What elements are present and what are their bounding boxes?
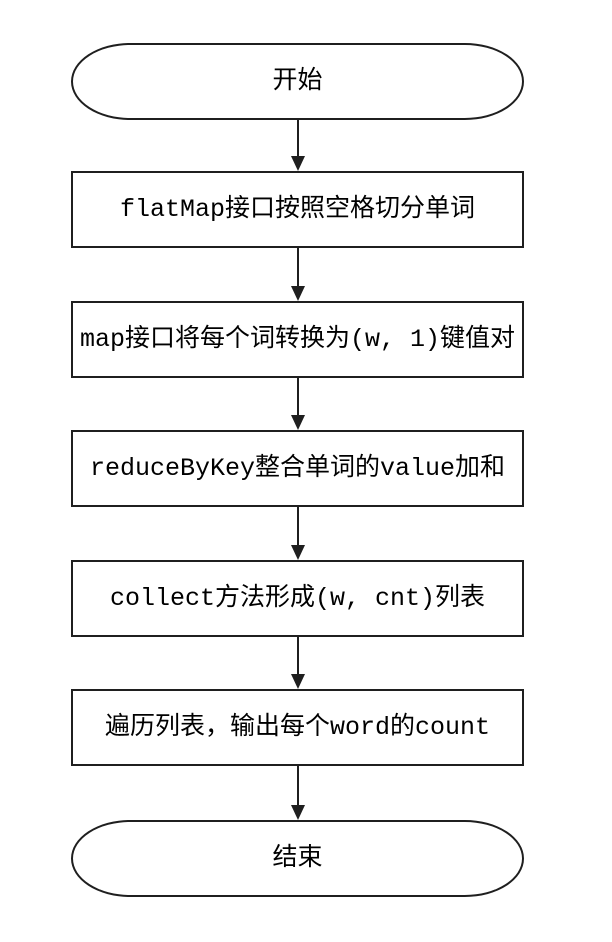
connector-flatmap-to-map — [291, 248, 305, 301]
arrow-down-icon — [291, 674, 305, 689]
node-foreach-step: 遍历列表，输出每个word的count — [71, 689, 524, 766]
node-map-label: map接口将每个词转换为(w, 1)键值对 — [79, 325, 516, 354]
arrow-down-icon — [291, 805, 305, 820]
connector-start-to-flatmap — [291, 120, 305, 171]
node-end-label: 结束 — [272, 844, 323, 873]
connector-foreach-to-end — [291, 766, 305, 820]
connector-line — [297, 637, 299, 675]
node-flatmap-label: flatMap接口按照空格切分单词 — [119, 195, 476, 224]
connector-collect-to-foreach — [291, 637, 305, 689]
node-flatmap-step: flatMap接口按照空格切分单词 — [71, 171, 524, 248]
arrow-down-icon — [291, 286, 305, 301]
node-foreach-label: 遍历列表，输出每个word的count — [104, 713, 491, 742]
node-reducebykey-label: reduceByKey整合单词的value加和 — [89, 454, 506, 483]
node-start: 开始 — [71, 43, 524, 120]
node-reducebykey-step: reduceByKey整合单词的value加和 — [71, 430, 524, 507]
node-collect-step: collect方法形成(w, cnt)列表 — [71, 560, 524, 637]
connector-line — [297, 120, 299, 157]
connector-line — [297, 248, 299, 287]
connector-map-to-reducebykey — [291, 378, 305, 430]
connector-line — [297, 378, 299, 416]
arrow-down-icon — [291, 545, 305, 560]
node-end: 结束 — [71, 820, 524, 897]
connector-reducebykey-to-collect — [291, 507, 305, 560]
connector-line — [297, 507, 299, 546]
connector-line — [297, 766, 299, 806]
arrow-down-icon — [291, 156, 305, 171]
arrow-down-icon — [291, 415, 305, 430]
node-start-label: 开始 — [272, 67, 323, 96]
node-map-step: map接口将每个词转换为(w, 1)键值对 — [71, 301, 524, 378]
node-collect-label: collect方法形成(w, cnt)列表 — [109, 584, 486, 613]
